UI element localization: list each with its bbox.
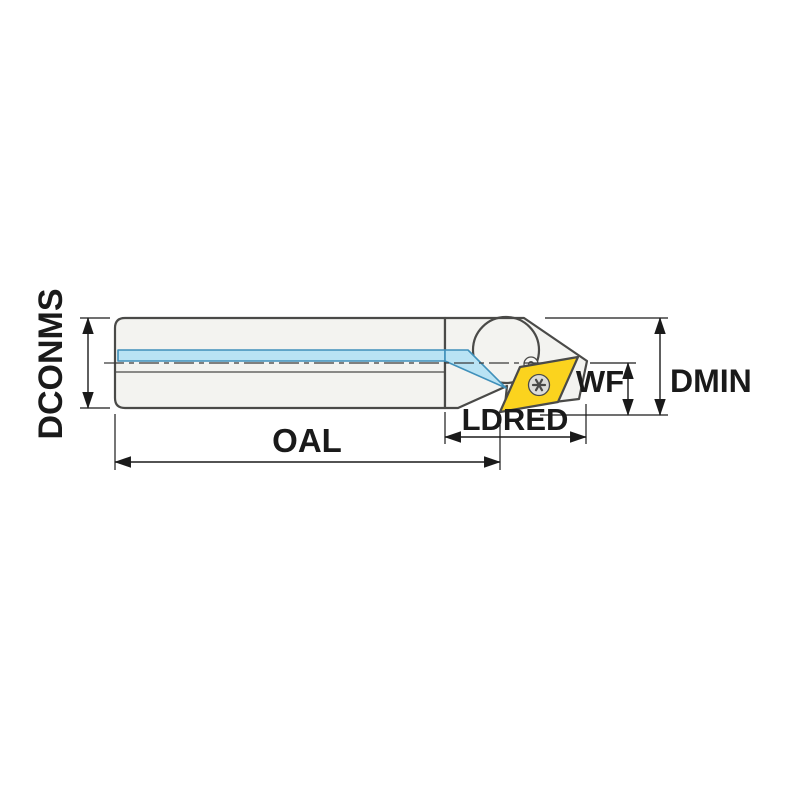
torx-screw-icon — [527, 373, 551, 397]
torx-slot-3 — [534, 378, 544, 392]
dim-wf: WF — [576, 362, 636, 416]
coolant-channel — [117, 349, 446, 362]
dim-ldred: LDRED — [444, 402, 587, 444]
dim-dmin: DMIN — [540, 317, 752, 416]
dim-dconms: DCONMS — [32, 288, 110, 440]
coolant-outlet — [444, 349, 507, 389]
head-clamp-circle — [471, 315, 541, 385]
ldred-label: LDRED — [462, 402, 569, 437]
dmin-label: DMIN — [670, 363, 752, 399]
wf-label: WF — [576, 364, 624, 399]
oal-label: OAL — [272, 422, 342, 459]
dim-oal: OAL — [114, 414, 501, 470]
dconms-label: DCONMS — [32, 288, 70, 439]
